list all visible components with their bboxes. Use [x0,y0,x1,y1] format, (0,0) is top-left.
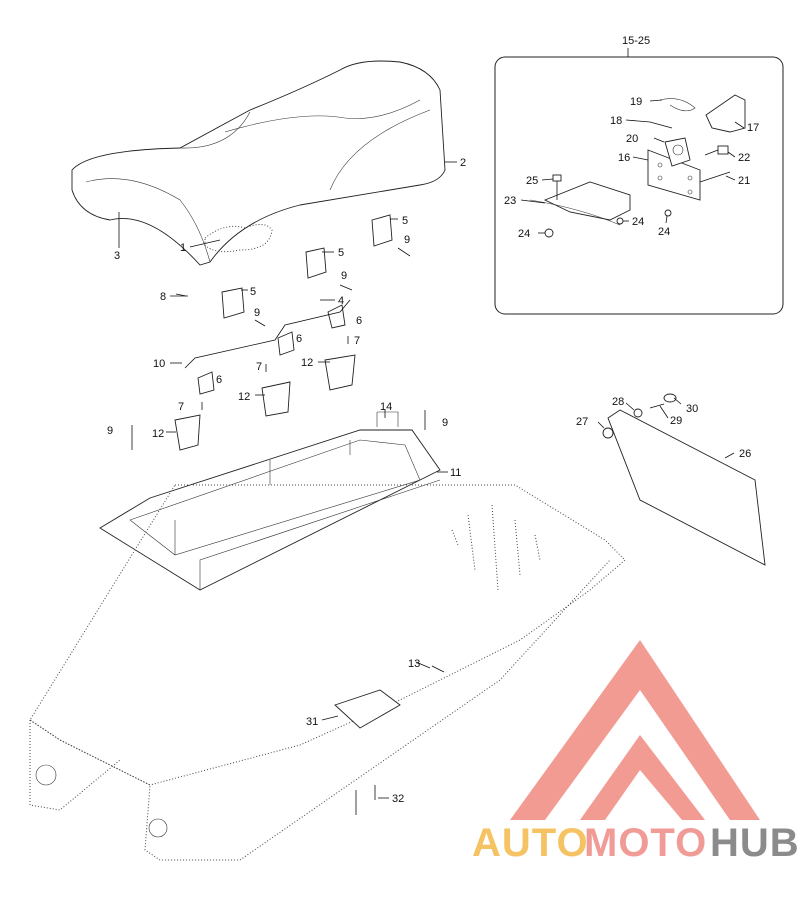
callout-27: 27 [576,416,588,428]
callout-3: 3 [114,250,120,262]
rear-body-panel [29,484,626,861]
callout-6: 6 [296,333,302,345]
callout-26: 26 [739,448,751,460]
callout-9: 9 [107,425,113,437]
callout-6: 6 [216,374,222,386]
watermark-auto: AUTO [472,821,589,865]
callout-10: 10 [153,358,165,370]
callout-2: 2 [460,157,466,169]
watermark-hub: HUB [710,821,800,865]
callout-19: 19 [630,96,642,108]
callout-14: 14 [380,401,392,413]
callout-7: 7 [178,401,184,413]
callout-22: 22 [738,152,750,164]
callout-12: 12 [152,428,164,440]
watermark-logo: AUTO MOTO HUB [472,640,800,865]
storage-tray [99,429,441,591]
callout-12: 12 [301,357,313,369]
callout-5: 5 [402,215,408,227]
seat-assembly [71,60,446,266]
callout-17: 17 [747,122,759,134]
callout-16: 16 [618,152,630,164]
callout-30: 30 [686,403,698,415]
callout-9: 9 [442,417,448,429]
callout-11: 11 [450,467,461,479]
callout-24: 24 [658,226,670,238]
latch-assembly [529,94,746,238]
callout-12: 12 [238,391,250,403]
callout-24: 24 [518,228,530,240]
callout-4: 4 [338,295,344,307]
callout-29: 29 [670,415,682,427]
callout-9: 9 [341,270,347,282]
mud-flap [602,393,766,566]
callout-18: 18 [610,115,622,127]
callout-1: 1 [180,242,186,254]
inset-frame [494,56,784,315]
watermark-moto: MOTO [584,821,707,865]
callout-28: 28 [612,396,624,408]
callout-13: 13 [408,658,420,670]
callout-9: 9 [254,307,260,319]
callout-21: 21 [738,175,750,187]
callout-32: 32 [392,793,404,805]
callout-7: 7 [354,335,360,347]
leader-lines [118,48,745,799]
callout-5: 5 [250,286,256,298]
callout-7: 7 [256,361,262,373]
triangle-logo-icon [510,640,760,820]
callout-25: 25 [526,175,538,187]
hinges-brackets [131,214,426,451]
callout-23: 23 [504,195,516,207]
callout-9: 9 [404,234,410,246]
callout-8: 8 [160,291,166,303]
inset-title: 15-25 [622,35,650,47]
callout-6: 6 [356,315,362,327]
callout-20: 20 [626,133,638,145]
callout-24: 24 [632,216,644,228]
callout-labels: 15-25 1 2 3 4 5 5 5 6 6 6 7 7 7 8 9 9 9 … [107,35,759,805]
callout-5: 5 [338,247,344,259]
callout-31: 31 [306,716,318,728]
